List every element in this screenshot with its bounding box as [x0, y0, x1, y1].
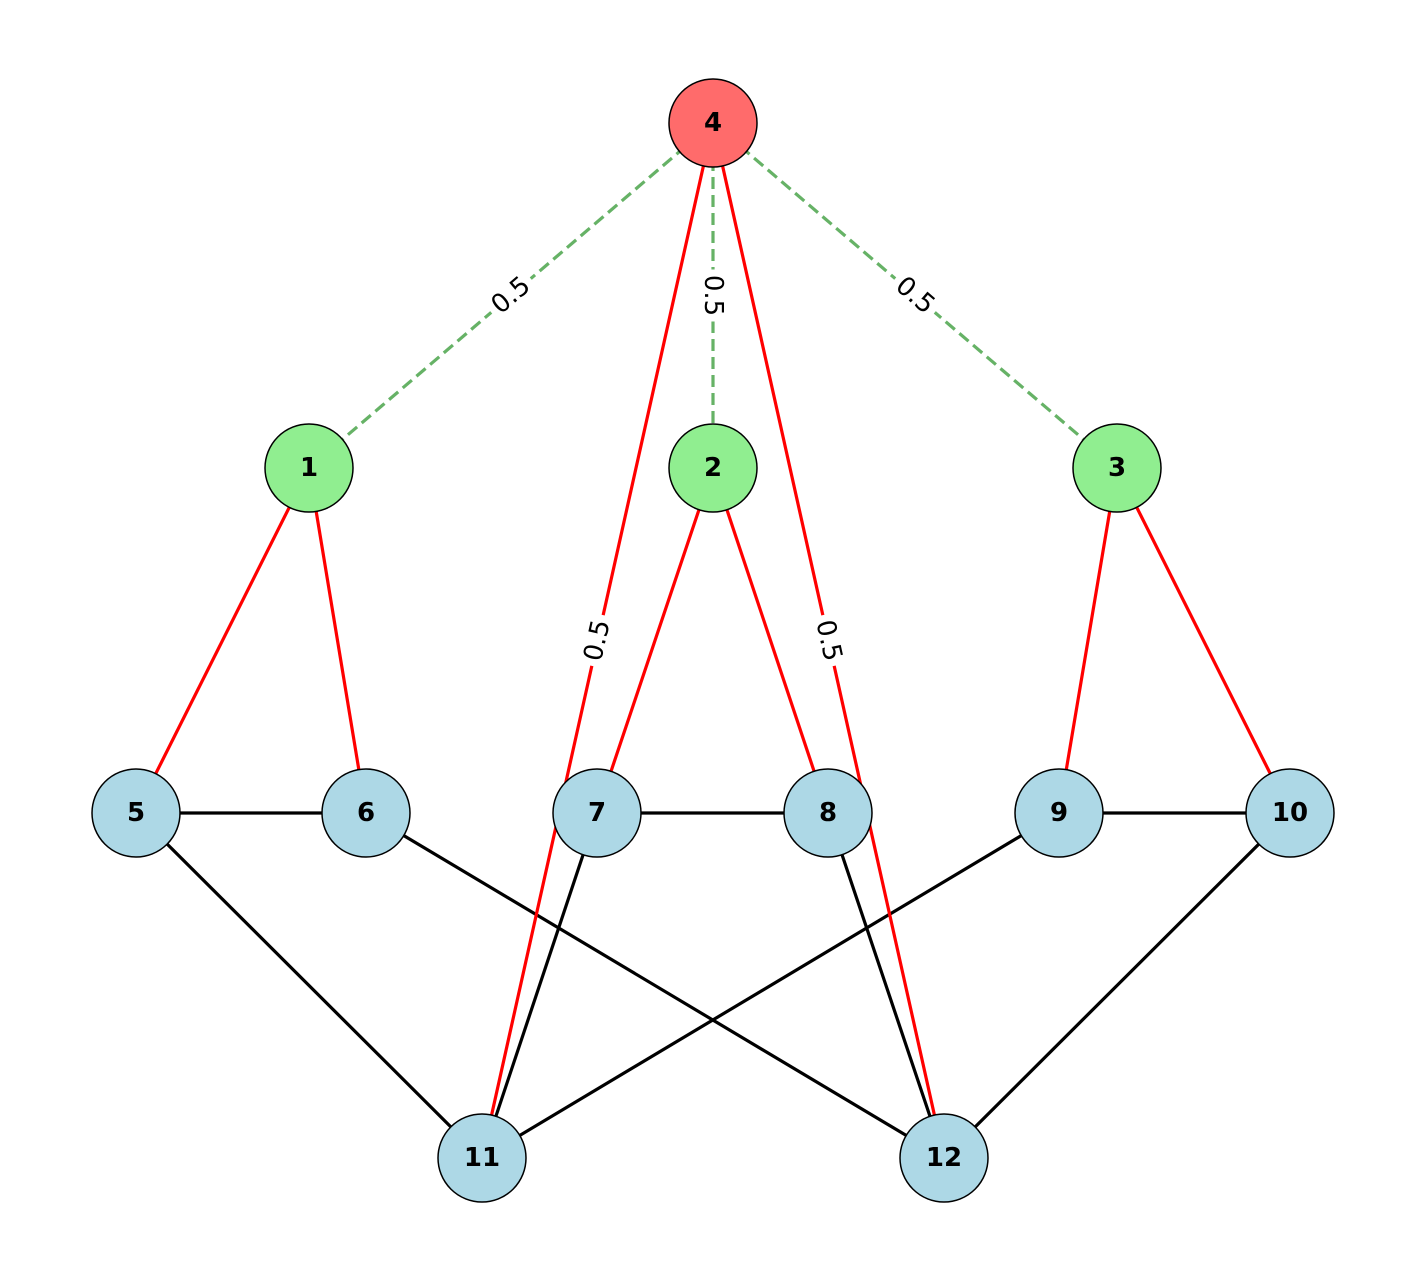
node-5: 5	[91, 768, 181, 858]
node-9: 9	[1014, 768, 1104, 858]
node-2: 2	[668, 423, 758, 513]
edge-3-9	[1057, 467, 1119, 814]
node-label: 4	[704, 108, 722, 138]
node-label: 10	[1272, 798, 1308, 828]
edge-label-background	[885, 267, 945, 324]
node-circle	[1014, 768, 1104, 858]
edge-8-12	[826, 812, 946, 1159]
node-circle	[1245, 768, 1335, 858]
edge-7-11	[480, 812, 599, 1159]
node-circle	[552, 768, 642, 858]
node-circle	[668, 423, 758, 513]
node-circle	[668, 78, 758, 168]
edge-weight-label: 0.5	[698, 275, 728, 316]
node-circle	[321, 768, 411, 858]
node-label: 12	[926, 1143, 962, 1173]
node-12: 12	[899, 1113, 989, 1203]
node-4: 4	[668, 78, 758, 168]
edges-layer	[134, 121, 1292, 1160]
edge-2-7	[595, 467, 715, 814]
node-1: 1	[264, 423, 354, 513]
edge-3-10	[1115, 467, 1292, 814]
edge-label-background	[808, 611, 849, 670]
edge-weight-label: 0.5	[809, 617, 847, 664]
node-8: 8	[783, 768, 873, 858]
node-circle	[783, 768, 873, 858]
node-label: 8	[819, 798, 837, 828]
node-10: 10	[1245, 768, 1335, 858]
node-circle	[264, 423, 354, 513]
node-label: 3	[1108, 453, 1126, 483]
edge-label-4-1: 0.5	[481, 267, 541, 324]
edge-1-6	[307, 467, 368, 814]
node-label: 1	[300, 453, 318, 483]
node-label: 9	[1050, 798, 1068, 828]
edge-4-1	[307, 121, 715, 470]
edge-label-4-12: 0.5	[808, 611, 849, 670]
edge-5-11	[134, 811, 484, 1160]
edge-6-12	[365, 811, 945, 1160]
node-label: 11	[464, 1143, 500, 1173]
edge-4-3	[711, 121, 1119, 470]
node-circle	[1072, 423, 1162, 513]
node-3: 3	[1072, 423, 1162, 513]
node-6: 6	[321, 768, 411, 858]
node-circle	[437, 1113, 527, 1203]
node-7: 7	[552, 768, 642, 858]
edge-label-background	[577, 611, 618, 670]
edge-label-4-2: 0.5	[698, 269, 728, 322]
node-label: 7	[588, 798, 606, 828]
edge-label-background	[698, 269, 728, 322]
edge-label-4-3: 0.5	[885, 267, 945, 324]
node-11: 11	[437, 1113, 527, 1203]
node-circle	[91, 768, 181, 858]
node-label: 6	[357, 798, 375, 828]
edge-9-11	[481, 811, 1060, 1160]
edge-10-12	[942, 811, 1292, 1160]
edge-label-background	[481, 267, 541, 324]
edge-1-5	[134, 467, 311, 814]
edge-2-8	[711, 467, 830, 814]
node-label: 2	[704, 453, 722, 483]
node-circle	[899, 1113, 989, 1203]
node-label: 5	[127, 798, 145, 828]
edge-weight-label: 0.5	[578, 617, 616, 664]
edge-label-4-11: 0.5	[577, 611, 618, 670]
